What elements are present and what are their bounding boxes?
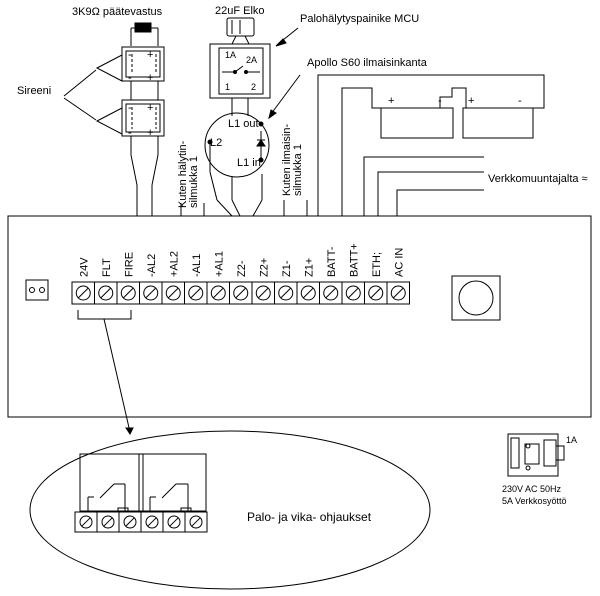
siren-bottom [95,99,165,137]
callout-screw-2 [123,515,137,529]
fuse-rating: 1A [566,435,577,445]
battery-left [380,107,454,139]
terminal-label-3: -AL2 [146,254,158,277]
sirens-label: Sireeni [17,85,51,97]
relay-box [79,453,207,512]
terminal-block [71,281,410,305]
mcu-pin-1: 1 [225,82,230,92]
terminal-label-11: BATT- [326,246,338,277]
siren-bottom-plus-top: + [147,102,153,114]
network-label: Verkkomuuntajalta ≈ [488,173,588,185]
detector-l1-in: L1 in [237,157,261,169]
mains-line2: 5A Verkkosyöttö [502,496,567,506]
callout-screw-5 [189,515,203,529]
terminal-screw-0 [75,285,91,301]
battery-right-minus: - [518,95,522,107]
mains-line1: 230V AC 50Hz [502,484,562,494]
callout-screw-0 [79,515,93,529]
callout-screw-3 [145,515,159,529]
terminal-labels: 24V FLT FIRE -AL2 +AL2 -AL1 +AL1 Z2- Z2+ Z1- Z1+ BA… [78,243,405,277]
siren-bottom-plus-bottom: + [147,127,153,139]
terminal-label-10: Z1+ [303,258,315,277]
terminal-label-14: AC IN [393,248,405,277]
jumper [25,279,49,301]
siren-top-minus-bottom: - [128,72,132,84]
callout [29,310,431,590]
battery-left-plus: + [388,95,394,107]
terminal-screw-9 [278,285,294,301]
callout-pad-right [180,507,192,513]
detector-loop-wires [283,200,308,216]
terminal-screw-11 [323,285,339,301]
mains-fuse [507,433,565,477]
main-panel [7,215,592,418]
siren-top [95,46,165,82]
eol-resistor [130,22,159,46]
siren-bottom-minus-top: - [128,102,132,114]
svg-text:silmukka 1: silmukka 1 [188,156,200,208]
terminal-label-5: -AL1 [191,254,203,277]
terminal-label-0: 24V [78,257,90,277]
terminal-screw-6 [210,285,226,301]
siren-top-minus-top: - [128,49,132,61]
siren-wiring [63,69,159,216]
apollo-label: Apollo S60 ilmaisinkanta [307,57,428,69]
mcu-pin-2: 2 [251,82,256,92]
terminal-screw-4 [165,285,181,301]
apollo-detector-base [204,74,301,217]
terminal-screw-5 [188,285,204,301]
terminal-label-2: FIRE [123,252,135,277]
detector-loop-label: Kuten ilmaisin- silmukka 1 [281,124,304,196]
terminal-screw-12 [345,285,361,301]
terminal-screw-3 [143,285,159,301]
detector-l2: L2 [210,137,222,149]
terminal-label-9: Z1- [281,260,293,277]
panel-button [451,275,501,321]
battery-right-plus: + [468,95,474,107]
alarm-loop-label: Kuten hälytin- silmukka 1 [177,140,200,208]
network-wires [363,156,484,216]
terminal-screw-2 [120,285,136,301]
battery-wiring [317,74,545,216]
svg-text:silmukka 1: silmukka 1 [292,144,304,196]
mcu-contact-1a: 1A [225,50,236,60]
resistor-label: 3K9Ω päätevastus [72,6,163,18]
mcu-callpoint [209,27,299,112]
svg-text:Kuten ilmaisin-: Kuten ilmaisin- [281,124,293,196]
mcu-label: Palohälytyspainike MCU [300,13,419,25]
battery-right [462,107,534,139]
terminal-label-12: BATT+ [348,243,360,277]
mcu-contact-2a: 2A [246,55,257,65]
alarm-loop-wires [180,203,205,216]
terminal-screw-7 [233,285,249,301]
relay-callout-label: Palo- ja vika- ohjaukset [247,510,372,524]
detector-l1-out: L1 out [228,118,259,130]
svg-text:Kuten hälytin-: Kuten hälytin- [177,140,189,208]
callout-screw-1 [101,515,115,529]
terminal-screw-10 [300,285,316,301]
terminal-label-8: Z2+ [258,258,270,277]
siren-top-plus-top: + [147,49,153,61]
siren-bottom-minus-bottom: - [128,127,132,139]
terminal-label-1: FLT [101,258,113,277]
capacitor-label: 22uF Elko [215,5,265,17]
terminal-screw-13 [368,285,384,301]
terminal-label-6: +AL1 [213,251,225,277]
capacitor [226,17,255,45]
terminal-label-13: ETH; [371,252,383,277]
terminal-label-4: +AL2 [168,251,180,277]
siren-top-plus-bottom: + [147,72,153,84]
terminal-screw-14 [390,285,406,301]
terminal-label-7: Z2- [236,260,248,277]
callout-screw-4 [167,515,181,529]
callout-terminal-block [74,507,208,533]
terminal-screw-8 [255,285,271,301]
terminal-screw-1 [98,285,114,301]
callout-pad-left [117,507,129,513]
